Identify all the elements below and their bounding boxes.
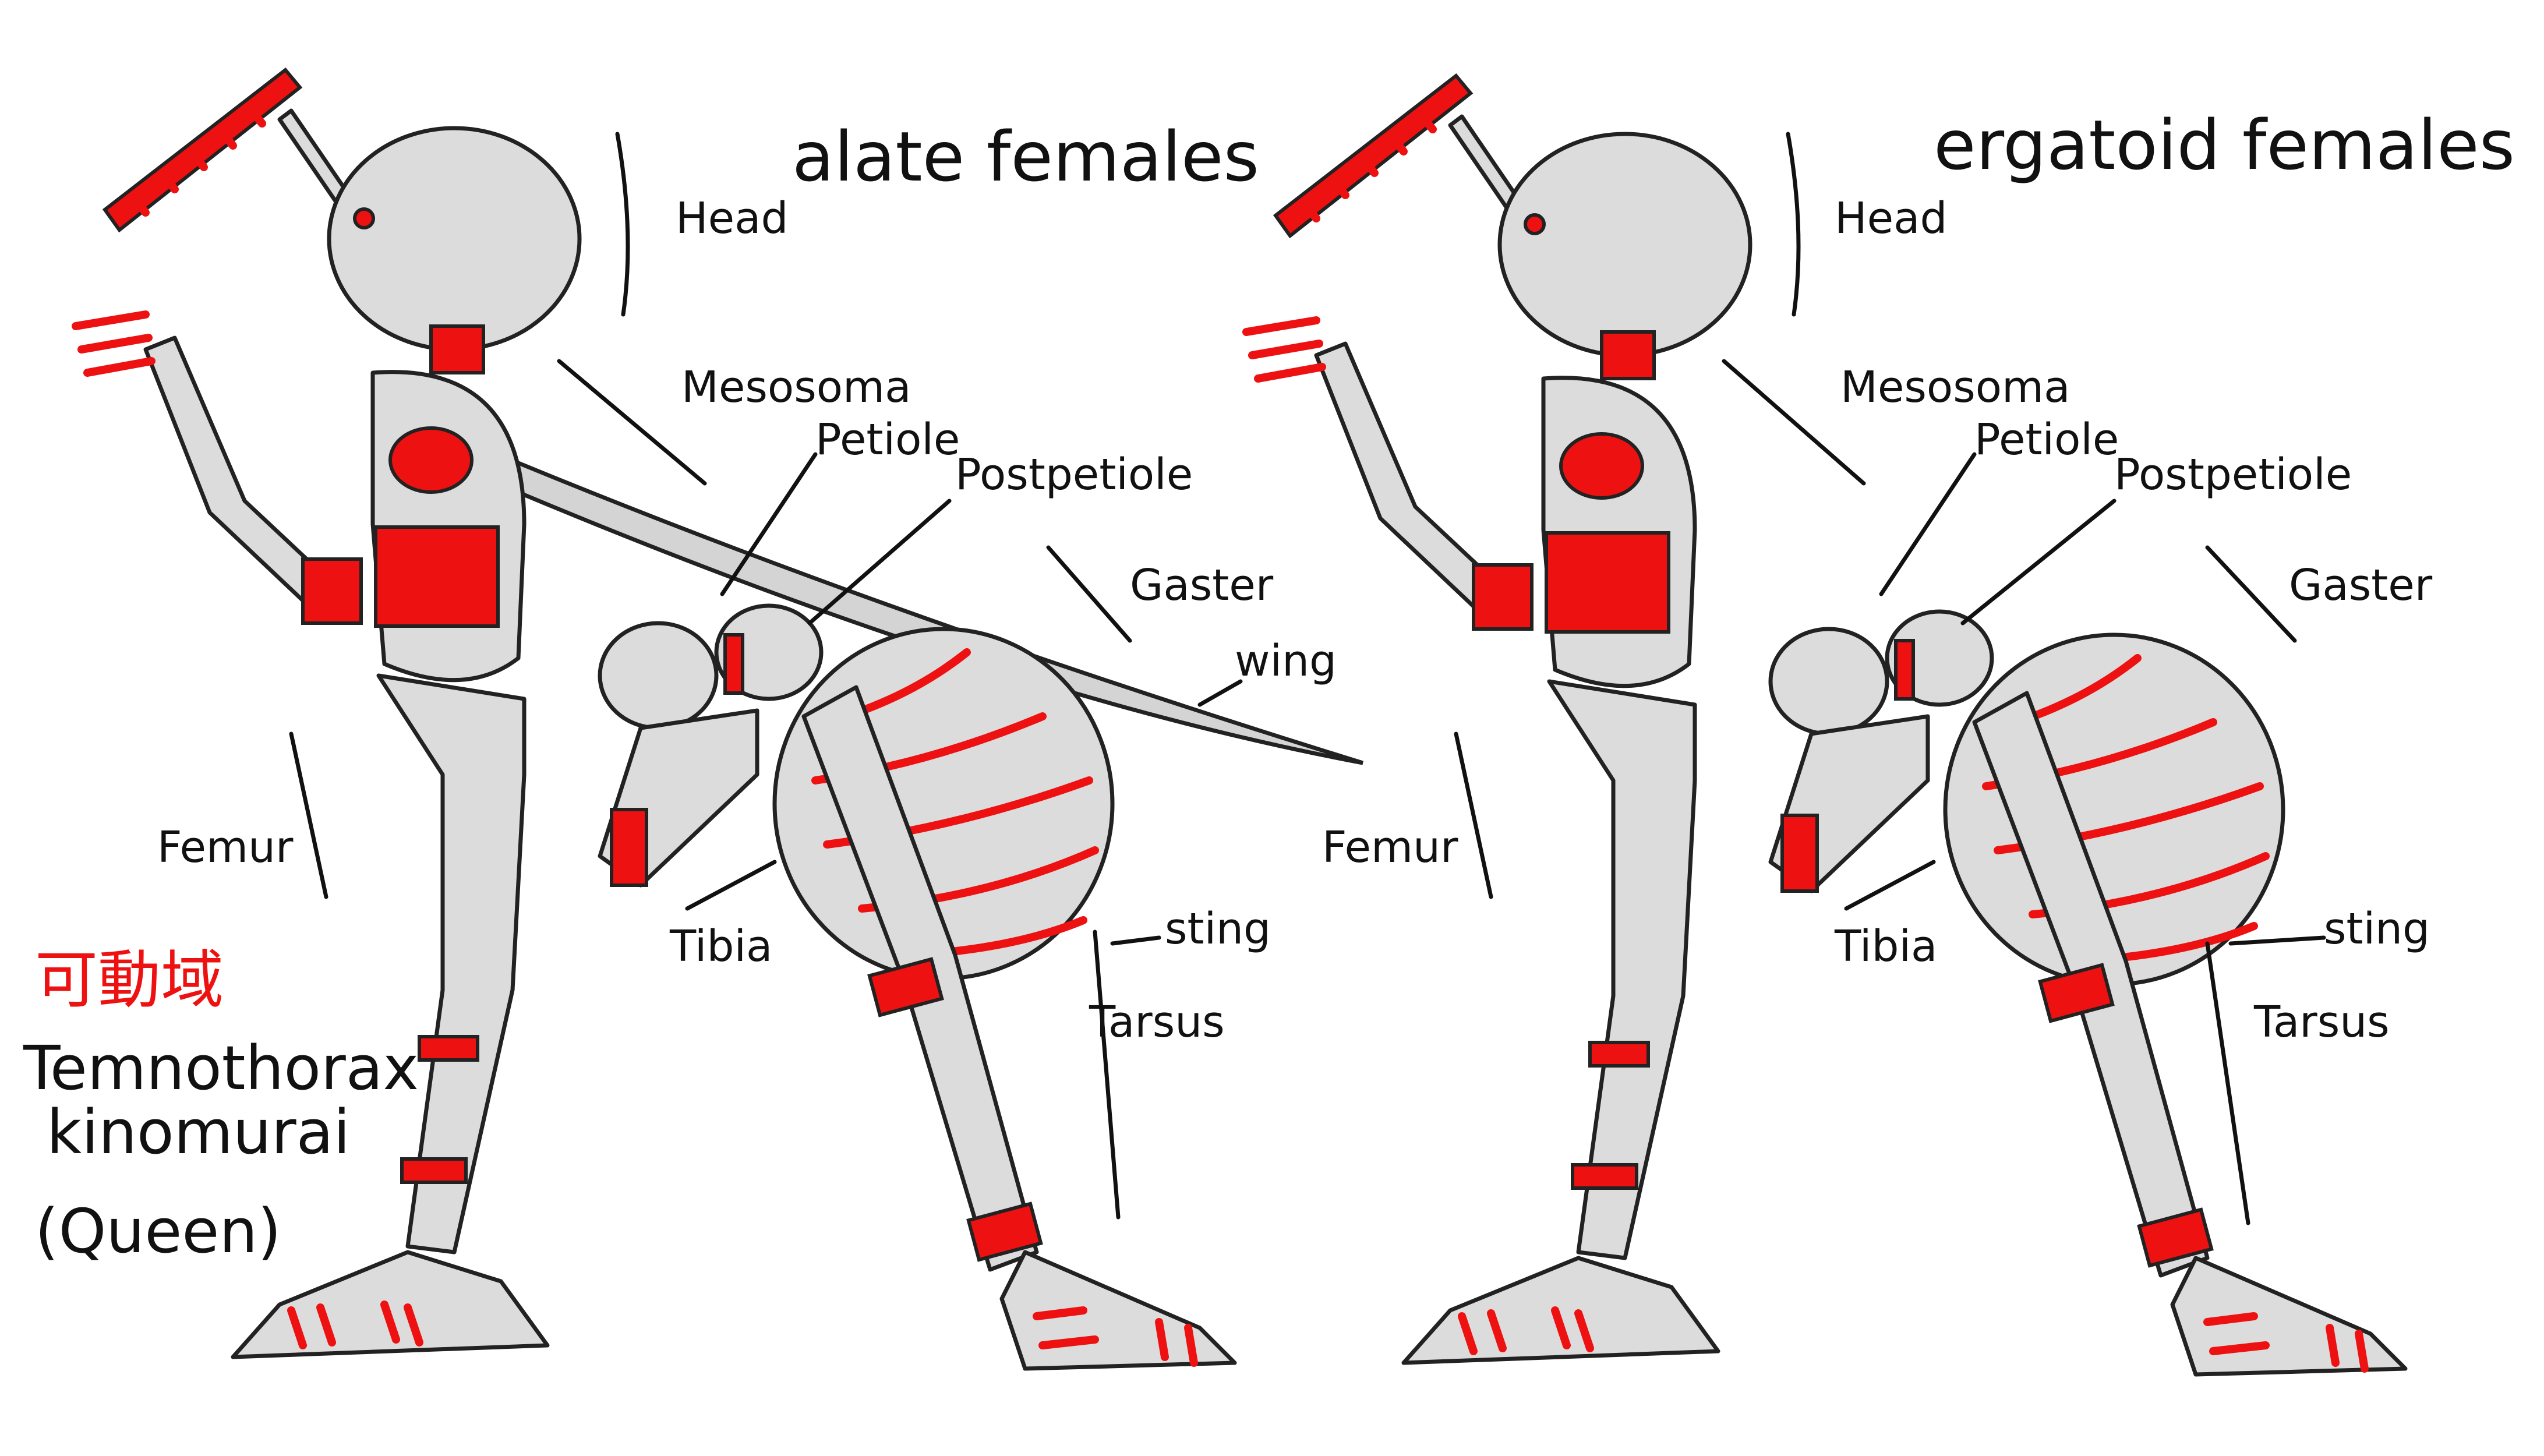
petiole-right <box>1768 609 1994 736</box>
postpetiole-leader-left <box>807 499 952 625</box>
label-tarsus-left: Tarsus <box>1089 997 1225 1047</box>
sting-leader-left <box>1110 935 1161 946</box>
figure-ergatoid-female <box>1242 73 2408 1377</box>
label-tibia-right: Tibia <box>1834 921 1937 971</box>
label-petiole-right: Petiole <box>1974 415 2119 465</box>
mesosoma-leader-right <box>1722 359 1866 486</box>
mid-leg-left <box>598 708 759 888</box>
range-of-motion-label: 可動域 <box>35 944 224 1017</box>
label-tibia-left: Tibia <box>669 921 772 971</box>
mesosoma-right <box>1541 376 1697 688</box>
tarsus-bracket-left <box>1093 930 1121 1220</box>
species-name-line2: kinomurai <box>47 1097 350 1168</box>
tibia-bracket-left <box>685 860 777 911</box>
femur-bracket-left <box>289 731 328 899</box>
label-postpetiole-left: Postpetiole <box>955 450 1193 500</box>
front-leg-left <box>231 673 550 1359</box>
label-mesosoma-left: Mesosoma <box>681 362 911 412</box>
species-name-line1: Temnothorax <box>23 1033 419 1104</box>
antenna-left <box>102 67 369 233</box>
label-tarsus-right: Tarsus <box>2253 997 2390 1047</box>
tibia-bracket-right <box>1844 860 1936 911</box>
label-head-right: Head <box>1835 193 1948 243</box>
gaster-leader-right <box>2205 545 2297 643</box>
label-gaster-left: Gaster <box>1130 560 1274 610</box>
mid-leg-right <box>1768 714 1930 893</box>
head-left <box>327 126 582 374</box>
label-gaster-right: Gaster <box>2289 560 2433 610</box>
label-femur-right: Femur <box>1322 822 1458 872</box>
antenna-right <box>1273 73 1540 239</box>
label-petiole-left: Petiole <box>815 415 960 465</box>
tarsus-bracket-right <box>2205 941 2250 1225</box>
postpetiole-leader-right <box>1960 499 2117 625</box>
petiole-leader-left <box>720 452 818 596</box>
hind-leg-left <box>801 685 1237 1371</box>
label-postpetiole-right: Postpetiole <box>2114 450 2352 500</box>
gaster-leader-left <box>1046 545 1132 643</box>
leader-lines <box>289 132 2326 1225</box>
petiole-left <box>598 603 824 730</box>
mesosoma-leader-left <box>557 359 707 486</box>
femur-bracket-right <box>1454 731 1493 899</box>
head-bracket-right <box>1786 132 1801 317</box>
label-wing-left: wing <box>1235 636 1337 686</box>
label-femur-left: Femur <box>157 822 294 872</box>
label-sting-right: sting <box>2324 904 2430 954</box>
label-sting-left: sting <box>1165 904 1271 954</box>
petiole-leader-right <box>1879 452 1977 596</box>
hind-leg-right <box>1972 691 2408 1377</box>
wing-leader-left <box>1197 679 1243 707</box>
mesosoma-left <box>370 370 527 683</box>
front-leg-right <box>1401 679 1720 1365</box>
caste-label: (Queen) <box>35 1196 281 1267</box>
arm-left <box>72 310 363 625</box>
labels-right: ergatoid females Head Mesosoma Petiole P… <box>1322 105 2515 1047</box>
figure-alate-female <box>72 67 1364 1371</box>
label-mesosoma-right: Mesosoma <box>1840 362 2070 412</box>
arm-right <box>1242 316 1534 631</box>
title-ergatoid-females: ergatoid females <box>1934 105 2515 185</box>
labels-left: alate females Head Mesosoma Petiole Post… <box>157 116 1337 1047</box>
title-alate-females: alate females <box>792 116 1259 197</box>
label-head-left: Head <box>676 193 789 243</box>
head-bracket-left <box>615 132 630 317</box>
sting-leader-right <box>2228 935 2326 946</box>
head-right <box>1497 132 1752 380</box>
caption-block: 可動域 Temnothorax kinomurai (Queen) <box>23 944 419 1267</box>
